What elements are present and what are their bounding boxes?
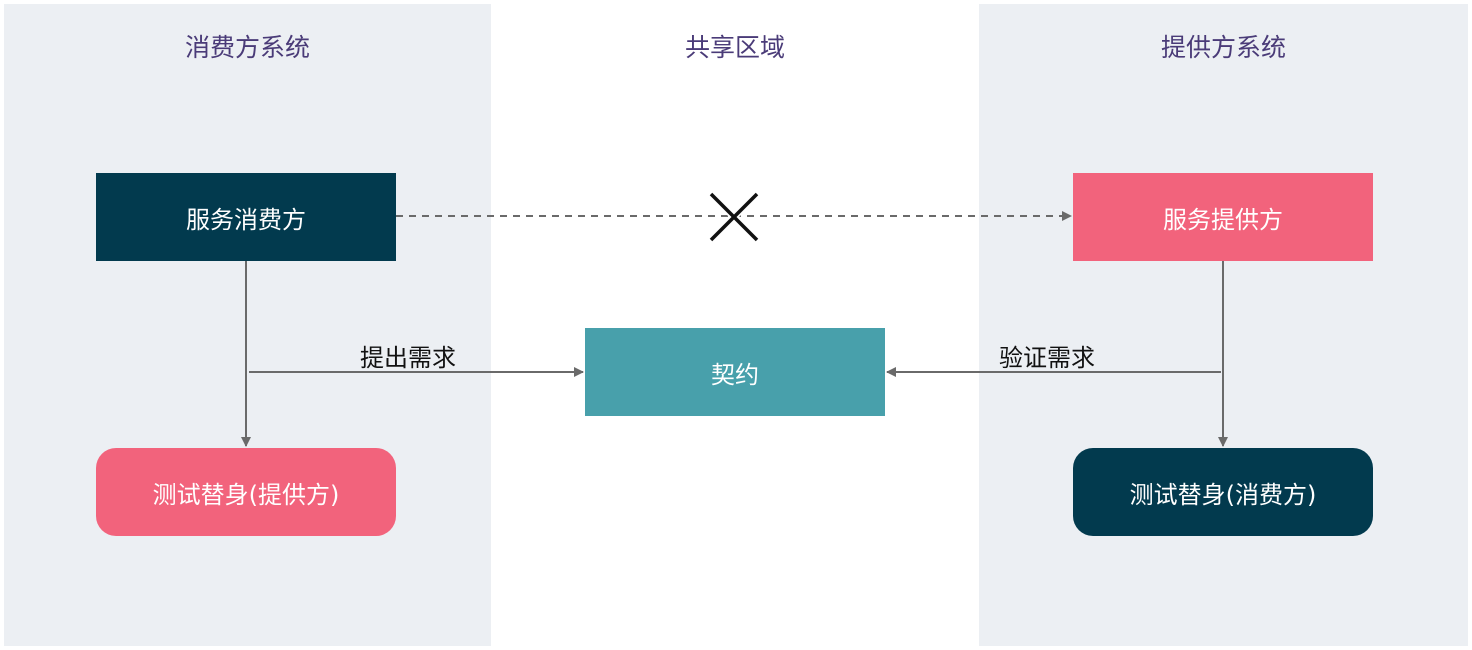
lane-shared-area: 共享区域 [491,4,979,646]
node-service-provider: 服务提供方 [1073,173,1373,261]
node-test-double-consumer-label: 测试替身(消费方) [1129,480,1317,509]
node-service-consumer: 服务消费方 [96,173,396,261]
edge-label-propose: 提出需求 [360,344,456,372]
node-service-consumer-label: 服务消费方 [186,205,306,234]
cross-icon [708,191,760,243]
node-test-double-provider: 测试替身(提供方) [96,448,396,536]
node-test-double-provider-label: 测试替身(提供方) [152,480,340,509]
node-test-double-consumer: 测试替身(消费方) [1073,448,1373,536]
lane-title-provider: 提供方系统 [1160,33,1286,62]
edge-label-verify: 验证需求 [999,344,1095,372]
node-contract: 契约 [585,328,885,416]
lane-title-consumer: 消费方系统 [184,33,310,62]
node-service-provider-label: 服务提供方 [1163,205,1283,234]
node-contract-label: 契约 [711,360,759,389]
lane-consumer-system: 消费方系统 [4,4,491,646]
lane-title-shared: 共享区域 [684,33,785,62]
